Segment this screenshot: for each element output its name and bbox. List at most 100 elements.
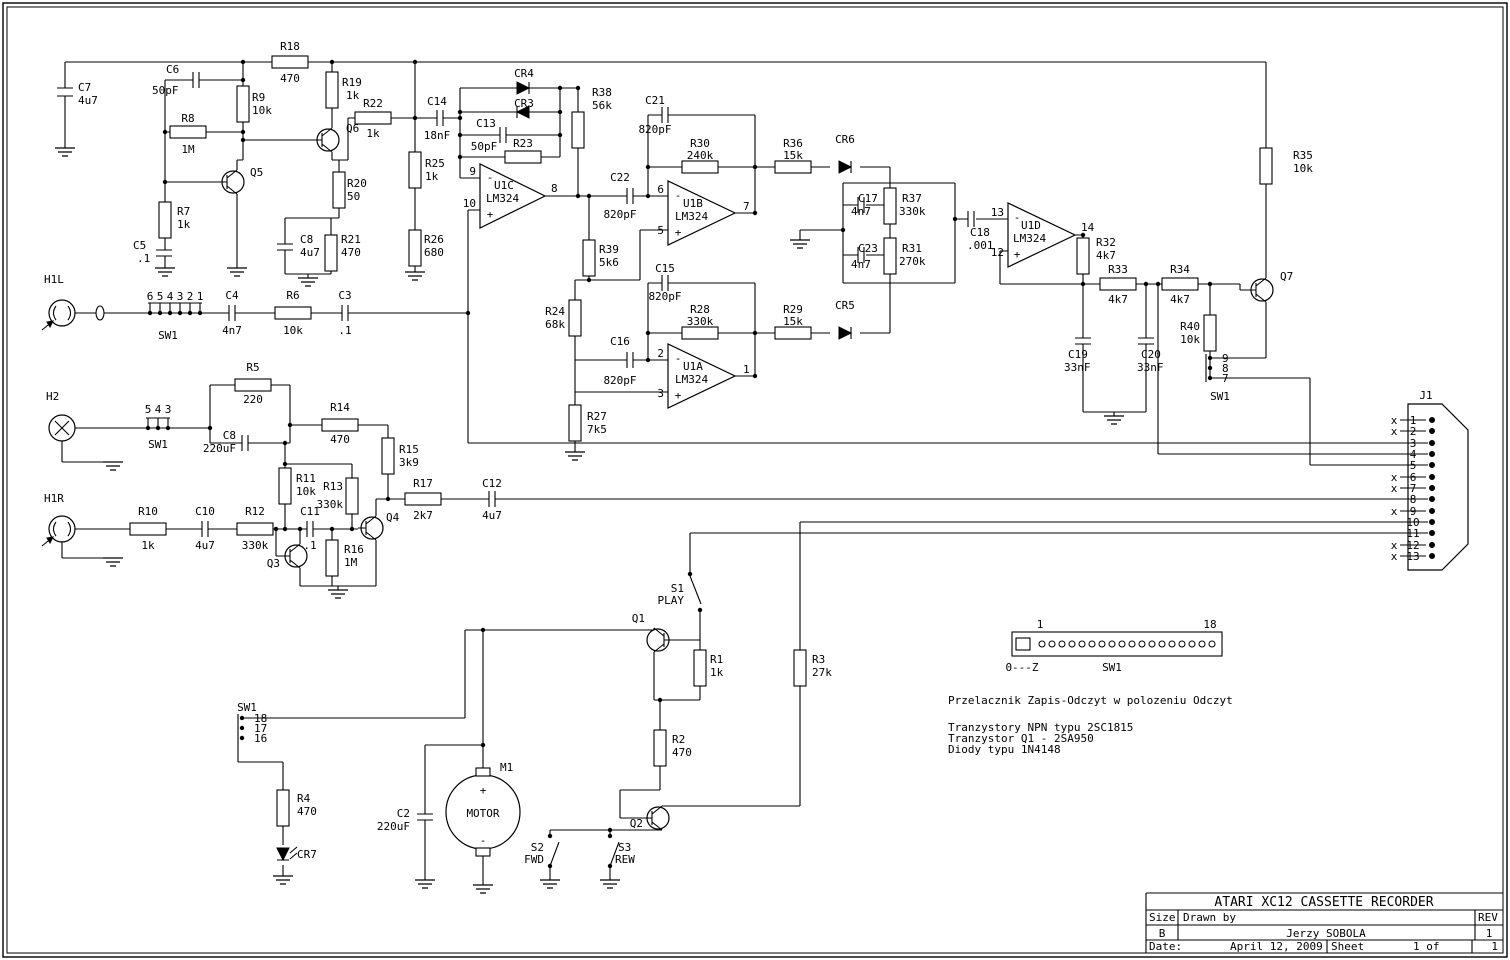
label-r36-ref: R36 (783, 137, 803, 150)
resistor-R14 (321, 418, 359, 432)
resistor-R22 (354, 111, 392, 125)
label-r5-val: 220 (243, 393, 263, 406)
label-r16-val: 1M (344, 556, 358, 569)
label-r17-ref: R17 (413, 477, 433, 490)
label-r15-ref: R15 (399, 443, 419, 456)
label-r6-val: 10k (283, 324, 303, 337)
title-block-title: ATARI XC12 CASSETTE RECORDER (1214, 895, 1433, 910)
label-r35-ref: R35 (1293, 149, 1313, 162)
label-s1-val: PLAY (658, 594, 685, 607)
label-u1b-p6: 6 (657, 183, 664, 196)
label-r9-val: 10k (252, 104, 272, 117)
note-switch-position: Przelacznik Zapis-Odczyt w polozeniu Odc… (948, 694, 1233, 707)
head-H1L (41, 299, 105, 331)
label-r33-ref: R33 (1108, 263, 1128, 276)
label-r25-ref: R25 (425, 157, 445, 170)
label-u1a-val: LM324 (675, 373, 708, 386)
label-u1b-ref: U1B (683, 197, 703, 210)
label-u1b-minus: - (675, 189, 682, 202)
resistor-R33 (1099, 277, 1137, 291)
label-c22-val: 820pF (603, 208, 636, 221)
label-r9-ref: R9 (252, 91, 265, 104)
label-u1a-ref: U1A (683, 360, 703, 373)
label-r14-ref: R14 (330, 401, 350, 414)
label-c6-val: 50pF (152, 84, 179, 97)
label-sw1r-p7: 7 (1222, 372, 1229, 385)
label-r30-val: 240k (687, 149, 714, 162)
label-r28-val: 330k (687, 315, 714, 328)
ground-symbols (55, 147, 1124, 894)
junction-dots (145, 59, 1213, 869)
label-cr7-ref: CR7 (297, 848, 317, 861)
label-c16-val: 820pF (603, 374, 636, 387)
label-r20-val: 50 (347, 190, 360, 203)
opamp-U1B (667, 180, 737, 246)
label-r2-val: 470 (672, 746, 692, 759)
label-m1-plus: + (480, 784, 487, 797)
label-r36-val: 15k (783, 149, 803, 162)
label-cr4-ref: CR4 (514, 67, 534, 80)
label-u1a-p3: 3 (657, 387, 664, 400)
label-r22-val: 1k (366, 127, 380, 140)
label-r31-val: 270k (899, 255, 926, 268)
label-j1-p5: 5 (1410, 459, 1417, 472)
label-c22-ref: C22 (610, 171, 630, 184)
title-block-drawnby-label: Drawn by (1183, 911, 1236, 924)
label-r38-ref: R38 (592, 86, 612, 99)
label-sw1l-p5: 5 (157, 290, 164, 303)
title-block-rev: 1 (1486, 927, 1493, 940)
resistor-R16 (325, 539, 339, 577)
resistor-R19 (325, 71, 339, 109)
label-sw1b-ref: SW1 (1102, 661, 1122, 674)
label-cr5-ref: CR5 (835, 299, 855, 312)
tape-heads (41, 299, 105, 547)
transistor-Q4 (358, 515, 384, 541)
label-r24-ref: R24 (545, 305, 565, 318)
title-block-size-label: Size (1149, 911, 1176, 924)
title-block-sheet-total: 1 (1491, 940, 1498, 953)
resistor-R20 (332, 171, 346, 209)
transistor-Q6 (314, 127, 340, 153)
label-r12-ref: R12 (245, 505, 265, 518)
resistor-R9 (236, 85, 250, 123)
component-labels: C74u7C650pFR18470R910kR191kR81MR221kC141… (44, 40, 1433, 866)
title-block-sheet-label: Sheet (1331, 940, 1364, 953)
label-c23-val: 4n7 (851, 258, 871, 271)
label-j1-p2: 2 (1410, 425, 1417, 438)
label-sw1m-p18: 18 (254, 712, 267, 725)
label-u1b-val: LM324 (675, 210, 708, 223)
label-h1r-ref: H1R (44, 492, 64, 505)
sw1-connector (1011, 631, 1223, 657)
label-r31-ref: R31 (902, 242, 922, 255)
resistor-R13 (345, 477, 359, 515)
label-u1c-p8: 8 (551, 182, 558, 195)
label-r8-val: 1M (181, 143, 195, 156)
resistors (129, 55, 1273, 827)
label-c23-ref: C23 (858, 242, 878, 255)
label-j1-x2: x (1391, 425, 1398, 438)
label-c15-ref: C15 (655, 262, 675, 275)
motor-M1 (445, 767, 521, 857)
resistor-R35 (1259, 147, 1273, 185)
opamps (479, 163, 1077, 409)
switches (549, 575, 702, 867)
label-c12-val: 4u7 (482, 509, 502, 522)
diode-CR7 (276, 846, 298, 862)
title-block: ATARI XC12 CASSETTE RECORDER Size Drawn … (1145, 892, 1503, 953)
title-block-size: B (1159, 927, 1166, 940)
label-r18-val: 470 (280, 72, 300, 85)
label-j1-p11: 11 (1406, 527, 1419, 540)
label-c8b-val: 220uF (203, 442, 236, 455)
label-q6-ref: Q6 (346, 122, 359, 135)
label-sw1l-ref: SW1 (158, 329, 178, 342)
label-c8a-ref: C8 (300, 233, 313, 246)
label-c20-ref: C20 (1141, 348, 1161, 361)
resistor-R32 (1076, 237, 1090, 275)
label-q2-ref: Q2 (630, 817, 643, 830)
resistor-R30 (681, 160, 719, 174)
label-r39-ref: R39 (599, 243, 619, 256)
title-block-sheet: 1 of (1413, 940, 1440, 953)
label-r32-ref: R32 (1096, 236, 1116, 249)
label-q1-ref: Q1 (632, 612, 645, 625)
